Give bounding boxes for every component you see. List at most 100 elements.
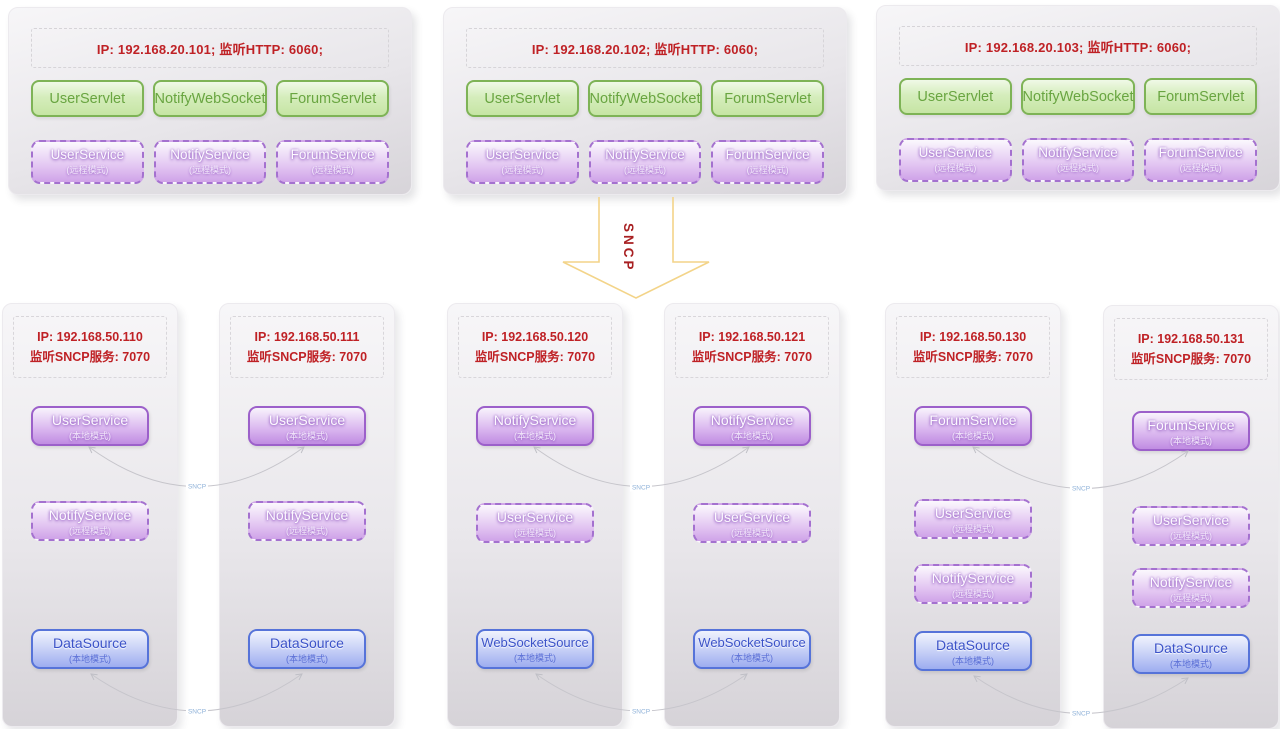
sncp-arrow-label: SNCP xyxy=(621,223,636,273)
web-server-node-103: IP: 192.168.20.103; 监听HTTP: 6060; UserSe… xyxy=(876,5,1280,191)
service-box: UserService (远程模式) xyxy=(914,499,1032,539)
service-mode: (本地模式) xyxy=(514,653,556,663)
servlet-box: NotifyWebSocket xyxy=(152,80,268,117)
ip-header: IP: 192.168.50.111 监听SNCP服务: 7070 xyxy=(230,316,384,378)
service-name: ForumService xyxy=(929,412,1017,428)
service-name: UserService xyxy=(50,147,125,162)
service-name: UserService xyxy=(1152,512,1230,528)
service-box: UserService (远程模式) xyxy=(31,140,144,184)
service-row: UserService (远程模式) NotifyService (远程模式) … xyxy=(9,140,411,184)
service-mode: (本地模式) xyxy=(731,653,773,663)
service-box: UserService (本地模式) xyxy=(31,406,149,446)
service-box: DataSource (本地模式) xyxy=(31,629,149,669)
ip-port-label: 监听SNCP服务: 7070 xyxy=(29,349,151,364)
service-mode: (远程模式) xyxy=(69,526,111,536)
service-box: ForumService (远程模式) xyxy=(711,140,825,184)
ip-header: IP: 192.168.20.102; 监听HTTP: 6060; xyxy=(466,28,824,68)
sncp-node-130: IP: 192.168.50.130 监听SNCP服务: 7070 ForumS… xyxy=(885,303,1061,727)
service-box: WebSocketSource (本地模式) xyxy=(693,629,811,669)
service-mode: (远程模式) xyxy=(952,589,994,599)
sncp-node-121: IP: 192.168.50.121 监听SNCP服务: 7070 Notify… xyxy=(664,303,840,727)
service-mode: (远程模式) xyxy=(624,165,666,175)
service-box: NotifyService (远程模式) xyxy=(1132,568,1250,608)
ip-header: IP: 192.168.20.103; 监听HTTP: 6060; xyxy=(899,26,1257,66)
service-name: NotifyService xyxy=(48,507,132,523)
sncp-node-131: IP: 192.168.50.131 监听SNCP服务: 7070 ForumS… xyxy=(1103,305,1279,729)
service-mode: (远程模式) xyxy=(952,524,994,534)
service-name: NotifyService xyxy=(931,570,1015,586)
servlet-row: UserServlet NotifyWebSocket ForumServlet xyxy=(444,80,846,117)
service-box: NotifyService (远程模式) xyxy=(248,501,366,541)
service-name: NotifyService xyxy=(710,412,794,428)
sncp-node-111: IP: 192.168.50.111 监听SNCP服务: 7070 UserSe… xyxy=(219,303,395,727)
service-name: NotifyService xyxy=(265,507,349,523)
service-mode: (本地模式) xyxy=(952,431,994,441)
ip-address-label: IP: 192.168.20.101; 监听HTTP: 6060; xyxy=(96,41,324,57)
service-box: NotifyService (本地模式) xyxy=(476,406,594,446)
ip-header: IP: 192.168.20.101; 监听HTTP: 6060; xyxy=(31,28,389,68)
service-box: NotifyService (远程模式) xyxy=(153,140,267,184)
ip-header: IP: 192.168.50.121 监听SNCP服务: 7070 xyxy=(675,316,829,378)
connector-label: SNCP xyxy=(1069,485,1093,493)
ip-header: IP: 192.168.50.130 监听SNCP服务: 7070 xyxy=(896,316,1050,378)
service-name: WebSocketSource xyxy=(481,635,589,650)
ip-port-label: 监听SNCP服务: 7070 xyxy=(474,349,596,364)
service-box: UserService (远程模式) xyxy=(466,140,579,184)
service-mode: (远程模式) xyxy=(514,528,556,538)
service-mode: (远程模式) xyxy=(189,165,231,175)
sncp-node-120: IP: 192.168.50.120 监听SNCP服务: 7070 Notify… xyxy=(447,303,623,727)
servlet-box: ForumServlet xyxy=(276,80,390,117)
ip-address-label: IP: 192.168.50.121 xyxy=(698,329,806,344)
ip-address-label: IP: 192.168.50.120 xyxy=(481,329,589,344)
service-mode: (本地模式) xyxy=(286,431,328,441)
service-mode: (远程模式) xyxy=(934,163,977,173)
service-box: UserService (远程模式) xyxy=(476,503,594,543)
ip-address-label: IP: 192.168.20.102; 监听HTTP: 6060; xyxy=(531,41,759,57)
service-mode: (远程模式) xyxy=(286,526,328,536)
service-name: DataSource xyxy=(270,635,344,651)
service-name: ForumService xyxy=(1158,145,1243,160)
service-name: ForumService xyxy=(290,147,375,162)
sncp-down-arrow xyxy=(562,197,710,299)
service-mode: (远程模式) xyxy=(1057,163,1099,173)
service-name: UserService xyxy=(485,147,560,162)
service-name: UserService xyxy=(934,505,1012,521)
ip-address-label: IP: 192.168.50.131 xyxy=(1137,331,1245,346)
service-mode: (本地模式) xyxy=(1170,659,1212,669)
service-box: ForumService (远程模式) xyxy=(1144,138,1258,182)
service-name: WebSocketSource xyxy=(698,635,806,650)
service-box: ForumService (本地模式) xyxy=(1132,411,1250,451)
service-box: NotifyService (本地模式) xyxy=(693,406,811,446)
connector-label: SNCP xyxy=(629,708,653,716)
servlet-box: ForumServlet xyxy=(1144,78,1258,115)
connector-label: SNCP xyxy=(185,708,209,716)
servlet-row: UserServlet NotifyWebSocket ForumServlet xyxy=(877,78,1279,115)
servlet-box: NotifyWebSocket xyxy=(587,80,703,117)
service-box: NotifyService (远程模式) xyxy=(914,564,1032,604)
ip-address-label: IP: 192.168.50.130 xyxy=(919,329,1027,344)
service-box: UserService (远程模式) xyxy=(693,503,811,543)
service-row: UserService (远程模式) NotifyService (远程模式) … xyxy=(444,140,846,184)
service-box: DataSource (本地模式) xyxy=(1132,634,1250,674)
servlet-box: UserServlet xyxy=(466,80,579,117)
ip-header: IP: 192.168.50.110 监听SNCP服务: 7070 xyxy=(13,316,167,378)
service-mode: (本地模式) xyxy=(1170,436,1212,446)
service-box: NotifyService (远程模式) xyxy=(588,140,702,184)
ip-port-label: 监听SNCP服务: 7070 xyxy=(1130,351,1252,366)
servlet-box: UserServlet xyxy=(899,78,1012,115)
service-name: NotifyService xyxy=(170,147,250,162)
service-mode: (本地模式) xyxy=(286,654,328,664)
service-box: DataSource (本地模式) xyxy=(248,629,366,669)
service-box: NotifyService (远程模式) xyxy=(31,501,149,541)
service-name: ForumService xyxy=(725,147,810,162)
service-box: NotifyService (远程模式) xyxy=(1021,138,1135,182)
service-box: ForumService (远程模式) xyxy=(276,140,390,184)
ip-header: IP: 192.168.50.131 监听SNCP服务: 7070 xyxy=(1114,318,1268,380)
service-name: DataSource xyxy=(936,637,1010,653)
service-name: DataSource xyxy=(1154,640,1228,656)
service-row: UserService (远程模式) NotifyService (远程模式) … xyxy=(877,138,1279,182)
service-mode: (远程模式) xyxy=(746,165,789,175)
ip-address-label: IP: 192.168.20.103; 监听HTTP: 6060; xyxy=(964,39,1192,55)
service-box: UserService (远程模式) xyxy=(1132,506,1250,546)
service-name: DataSource xyxy=(53,635,127,651)
